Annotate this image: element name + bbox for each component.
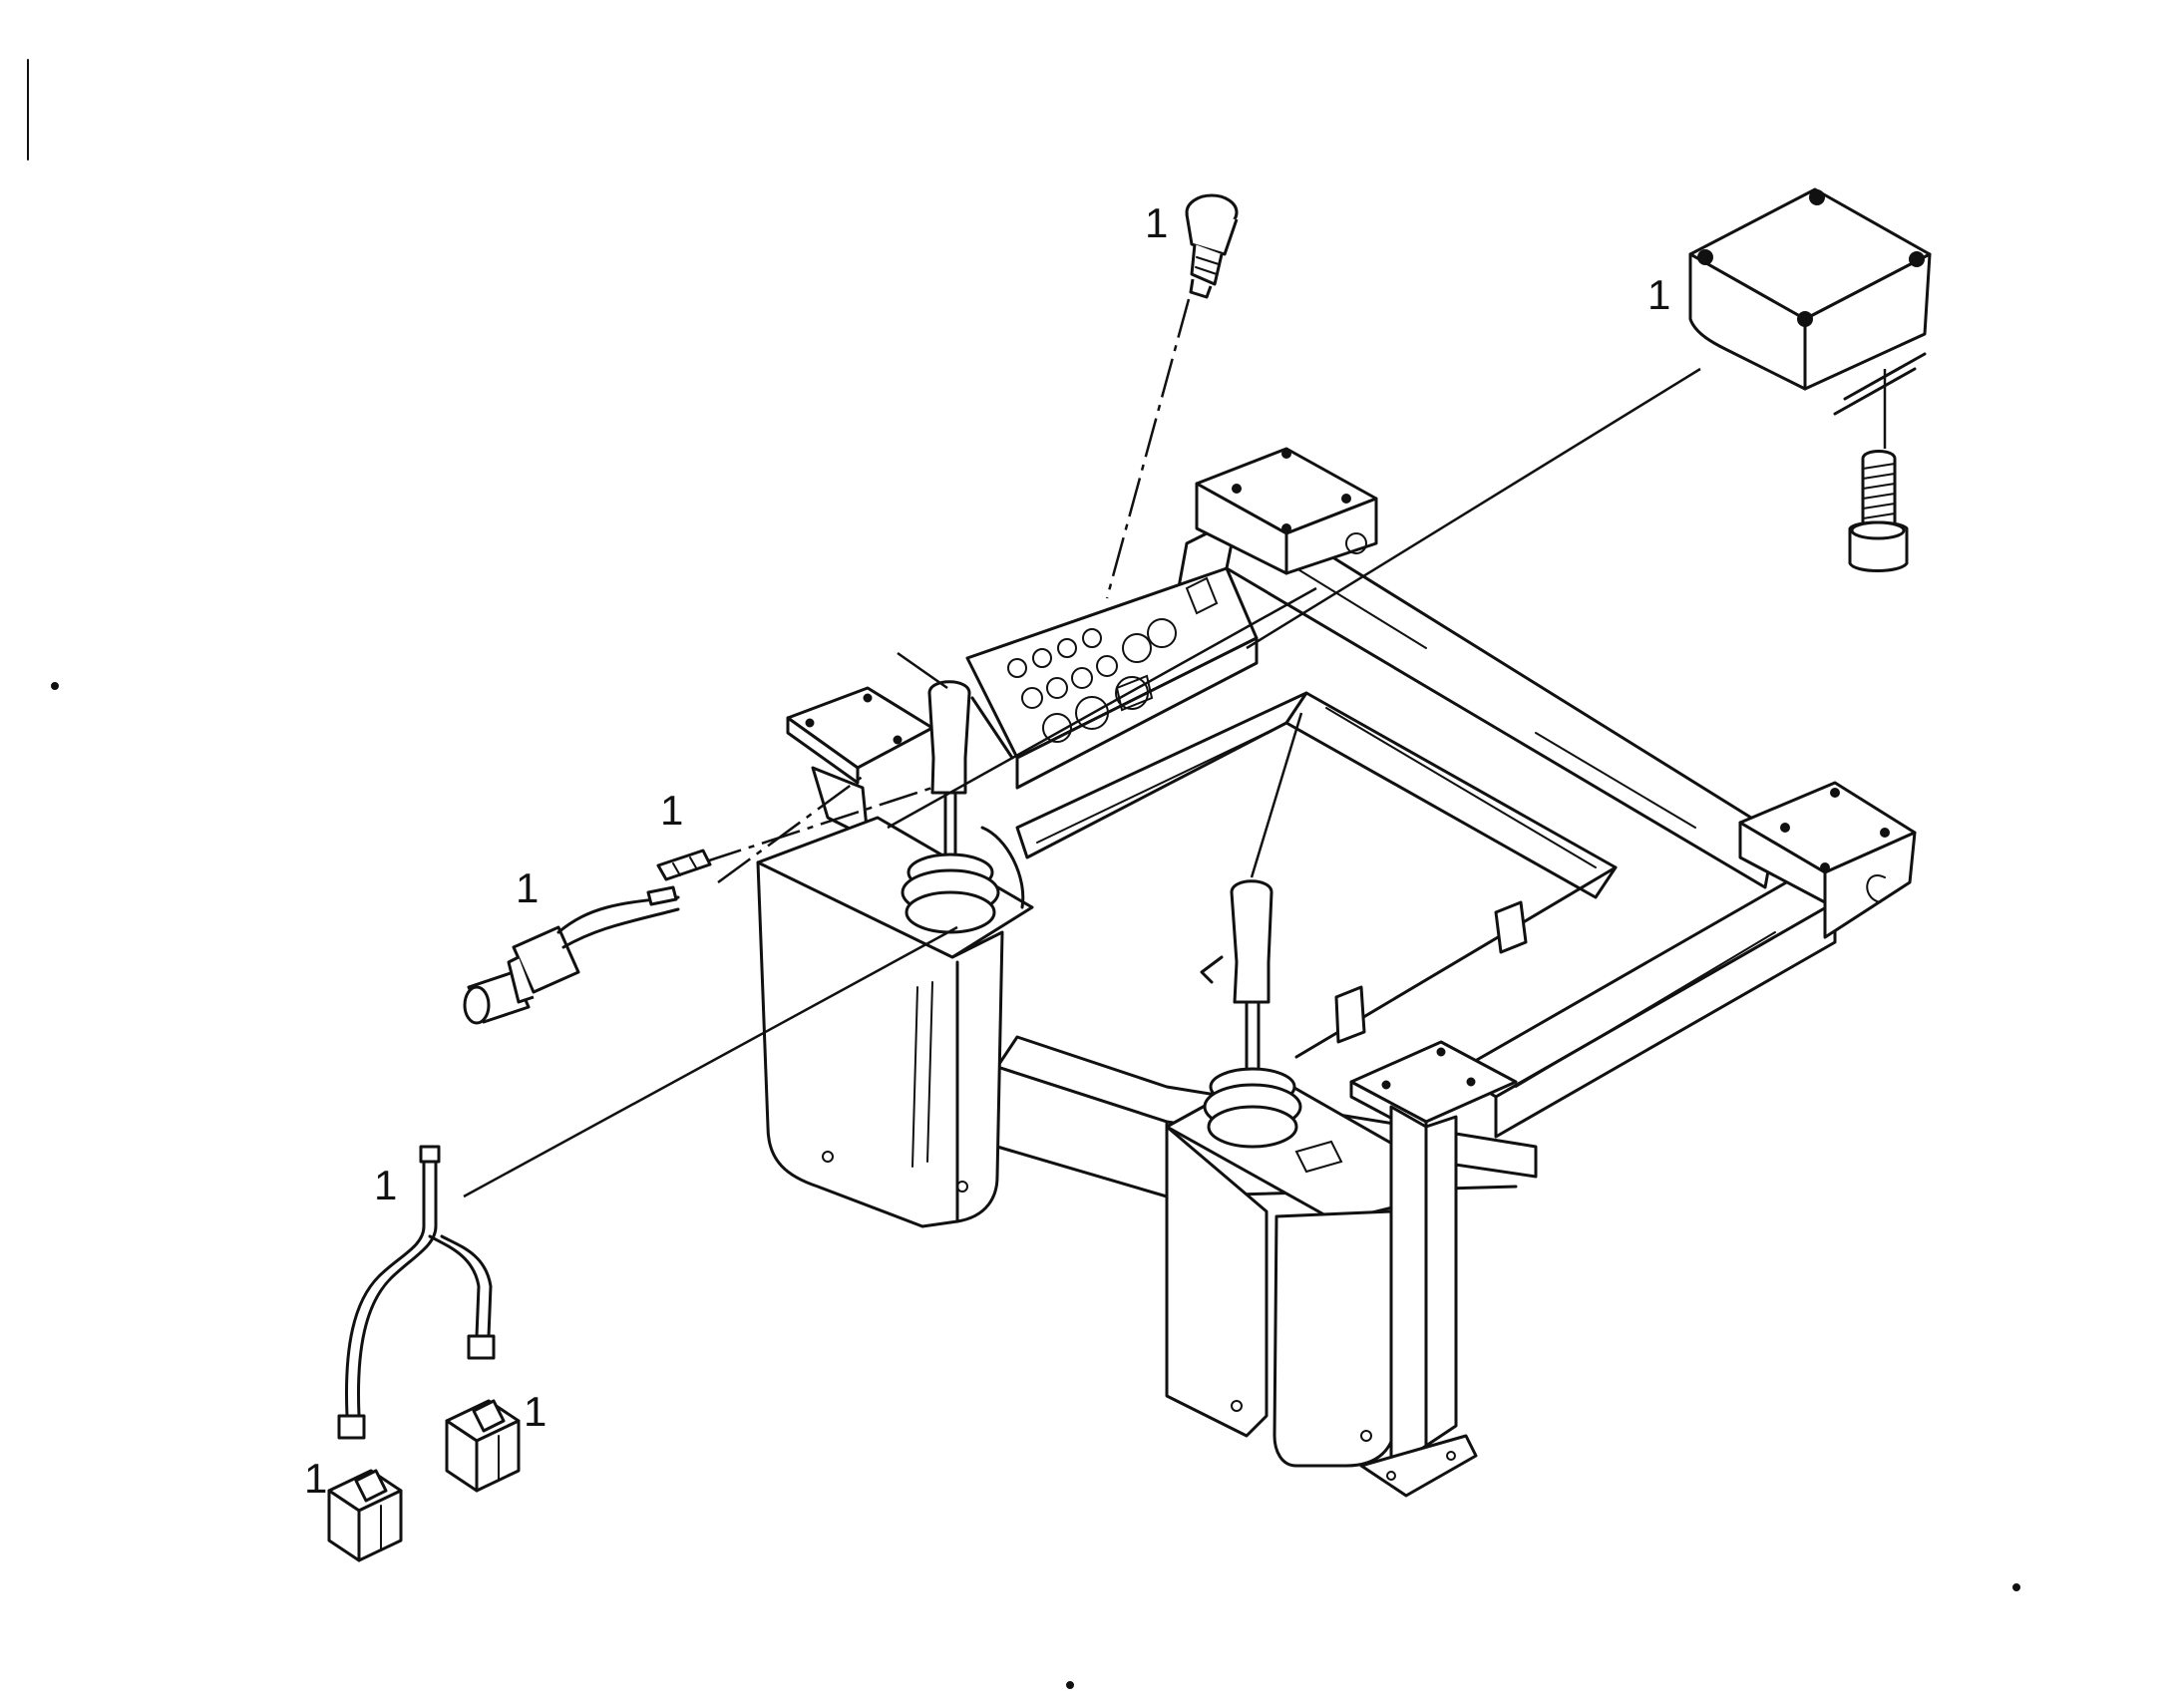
- leader-lines: [463, 298, 1701, 1198]
- callout-connector-right: 1: [524, 1388, 547, 1435]
- cap-screw-part: [1848, 450, 1909, 572]
- left-joystick: [901, 680, 1025, 934]
- callout-pushbutton: 1: [1145, 199, 1169, 246]
- panel-holes: [1007, 576, 1219, 743]
- leader-pushbutton: [1105, 298, 1191, 599]
- fuse-part: [656, 849, 712, 881]
- toggle-switch-part: [463, 885, 680, 1025]
- callout-fuse: 1: [660, 787, 684, 834]
- connector-right-part: [445, 1399, 521, 1493]
- control-panel-plate: [965, 566, 1259, 790]
- wire-harness-part: [337, 1145, 496, 1440]
- junction-box-part: [1688, 187, 1932, 449]
- scan-marks: [27, 59, 2020, 1689]
- leader-wire-harness: [463, 925, 958, 1198]
- callout-junction-box: 1: [1647, 271, 1671, 318]
- pushbutton-part: [1185, 193, 1239, 299]
- leader-crosshair: [897, 651, 948, 690]
- callout-wire-harness: 1: [374, 1162, 398, 1208]
- callout-toggle-switch: 1: [516, 864, 540, 911]
- right-post: [1349, 1040, 1518, 1498]
- right-joystick: [1200, 879, 1302, 1149]
- leader-right-joystick: [1250, 712, 1303, 878]
- callout-connector-left: 1: [304, 1455, 328, 1502]
- leader-junction-box-2: [887, 586, 1317, 830]
- leader-junction-box: [1246, 367, 1701, 650]
- right-joystick-housing: [1165, 1070, 1408, 1468]
- leader-fuse: [702, 786, 933, 864]
- leader-fuse-2: [717, 771, 869, 884]
- connector-left-part: [327, 1469, 403, 1562]
